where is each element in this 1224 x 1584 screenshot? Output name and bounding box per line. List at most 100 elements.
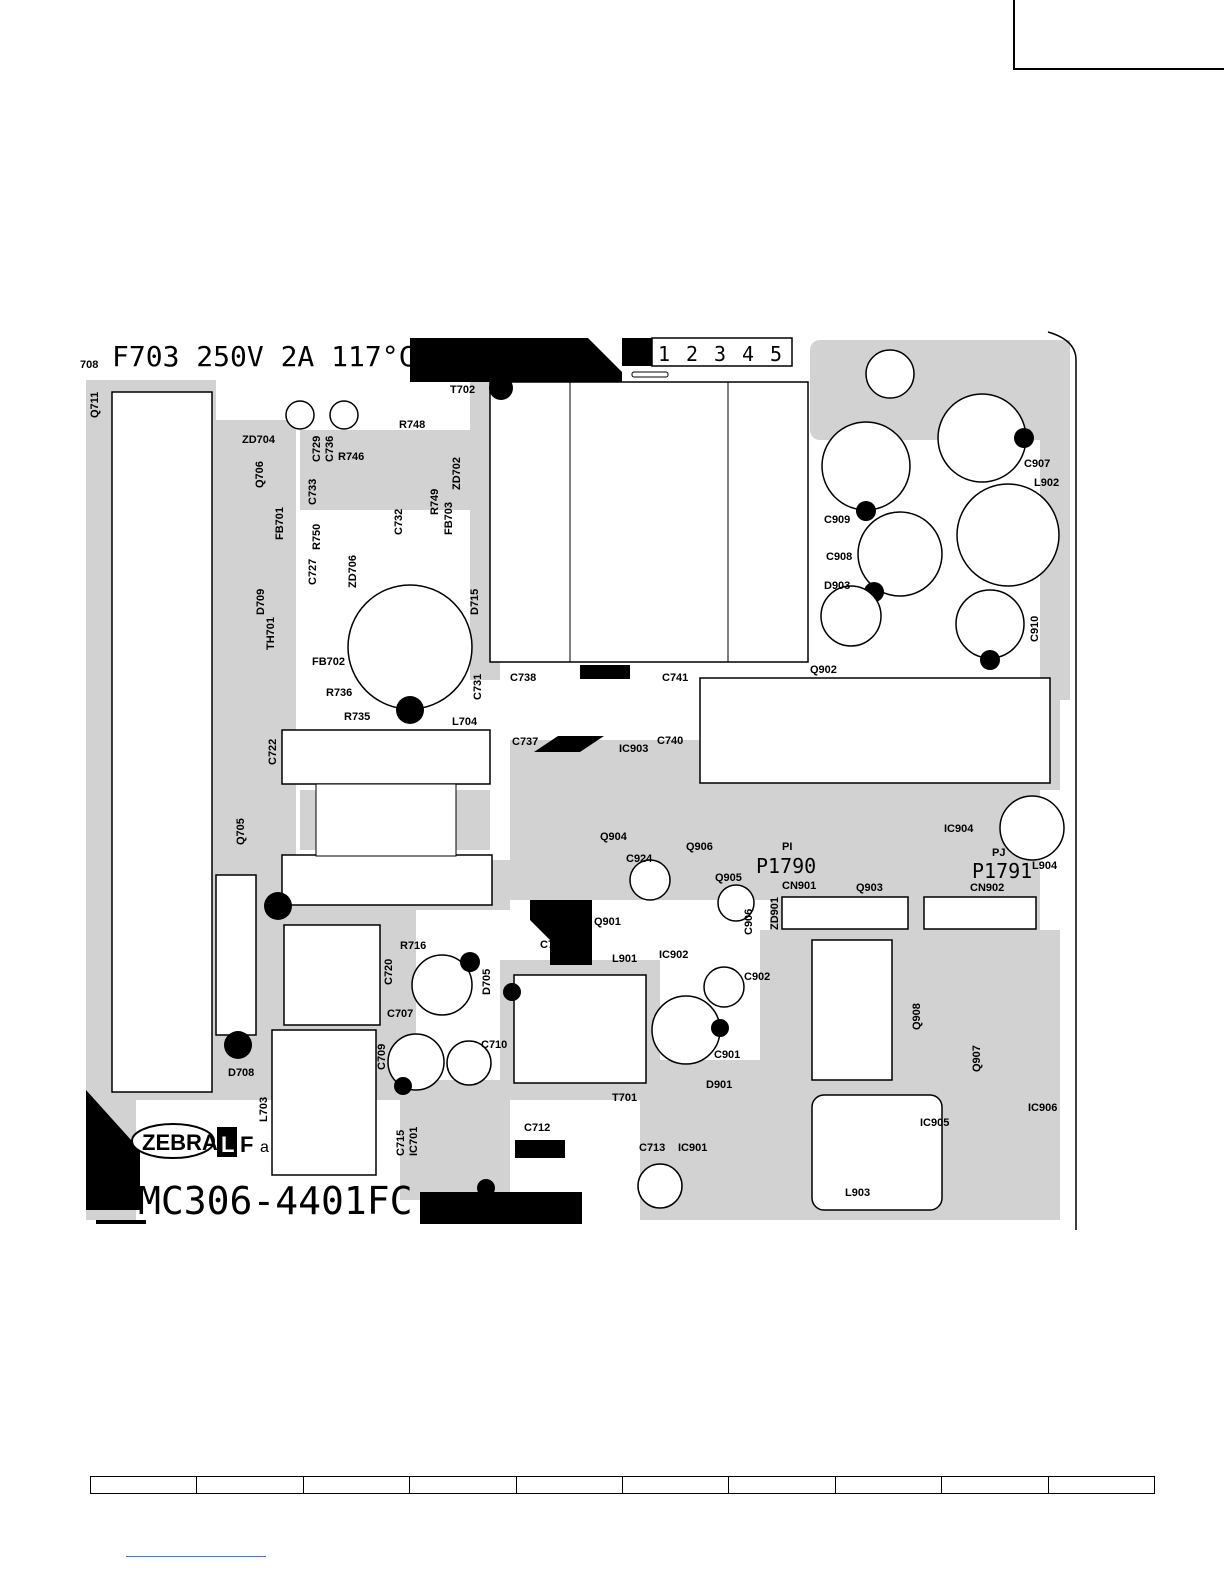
label-c738: C738 — [510, 672, 536, 684]
label-l904: L904 — [1032, 860, 1058, 872]
lf-mark-a: a — [260, 1139, 269, 1156]
label-c707: C707 — [387, 1008, 413, 1020]
revision-table — [90, 1476, 1155, 1494]
inductor-l704 — [281, 729, 491, 785]
label-c901: C901 — [714, 1049, 740, 1061]
pcb-layout-diagram: F703 250V 2A 117°C 708 1 2 3 4 5 ZEBRA L… — [80, 331, 1077, 1230]
label-q903: Q903 — [856, 882, 883, 894]
label-c708: C708 — [540, 939, 566, 951]
label-zd901: ZD901 — [769, 897, 781, 930]
inductor-l903 — [811, 1094, 943, 1211]
revision-cell — [517, 1477, 624, 1493]
label-q907: Q907 — [971, 1045, 983, 1072]
label-c729: C729 — [311, 436, 323, 462]
revision-cell — [197, 1477, 304, 1493]
label-q905: Q905 — [715, 872, 742, 884]
label-pi: PI — [782, 841, 792, 853]
footer-link-underline[interactable] — [126, 1556, 266, 1557]
label-d715: D715 — [469, 589, 481, 615]
label-r748: R748 — [399, 419, 425, 431]
label-c715: C715 — [395, 1130, 407, 1156]
label-d708: D708 — [228, 1067, 254, 1079]
label-t701: T701 — [612, 1092, 637, 1104]
label-r750: R750 — [311, 524, 323, 550]
zebra-logo: ZEBRA — [131, 1123, 218, 1159]
label-pj: PJ — [992, 847, 1005, 859]
label-l703: L703 — [258, 1097, 270, 1122]
label-d901: D901 — [706, 1079, 732, 1091]
capacitors-output — [820, 349, 1065, 861]
lf-mark-f: F — [240, 1132, 253, 1157]
fuse-label: F703 250V 2A 117°C — [112, 340, 415, 373]
revision-cell — [623, 1477, 730, 1493]
label-zd702: ZD702 — [451, 457, 463, 490]
pin-3: 3 — [714, 342, 726, 366]
revision-cell — [729, 1477, 836, 1493]
label-th701: TH701 — [265, 617, 277, 650]
corner-title-box — [1013, 0, 1224, 70]
label-ic904: IC904 — [944, 823, 974, 835]
label-c907: C907 — [1024, 458, 1050, 470]
transformer-t702 — [489, 376, 809, 663]
label-q705: Q705 — [235, 818, 247, 845]
label-c908: C908 — [826, 551, 852, 563]
label-r735: R735 — [344, 711, 370, 723]
label-d903: D903 — [824, 580, 850, 592]
connector-cn902 — [923, 896, 1037, 930]
revision-cell — [304, 1477, 411, 1493]
label-c924: C924 — [626, 853, 653, 865]
label-ic905: IC905 — [920, 1117, 949, 1129]
board-edge — [1047, 331, 1077, 1230]
block-relay-body — [315, 783, 457, 857]
pin-4: 4 — [742, 342, 754, 366]
capacitors-mid — [285, 400, 755, 1209]
label-c731: C731 — [472, 674, 484, 700]
pin-5: 5 — [770, 342, 782, 366]
label-c732: C732 — [393, 509, 405, 535]
label-q711: Q711 — [89, 392, 101, 418]
label-c741: C741 — [662, 672, 688, 684]
label-ic901: IC901 — [678, 1142, 707, 1154]
label-q906: Q906 — [686, 841, 713, 853]
capacitor-c731 — [347, 584, 473, 724]
lf-mark-l: L — [221, 1132, 234, 1157]
label-l704: L704 — [452, 716, 478, 728]
connector-pin-strip: 1 2 3 4 5 — [631, 337, 793, 378]
part-number: MC306-4401FC — [138, 1179, 413, 1223]
heatsink-left — [111, 391, 213, 1093]
label-d709: D709 — [255, 589, 267, 615]
label-d705: D705 — [481, 969, 493, 995]
heatsink-right — [699, 677, 1051, 784]
lf-mark: L F a — [217, 1127, 269, 1157]
revision-cell — [91, 1477, 198, 1493]
label-fb702: FB702 — [312, 656, 345, 668]
label-c906: C906 — [743, 909, 755, 935]
label-p1791: P1791 — [972, 859, 1032, 883]
label-c713: C713 — [639, 1142, 665, 1154]
label-ic906: IC906 — [1028, 1102, 1057, 1114]
label-r716: R716 — [400, 940, 426, 952]
label-c909: C909 — [824, 514, 850, 526]
revision-cell — [410, 1477, 517, 1493]
label-r749: R749 — [429, 489, 441, 515]
edge-label-left: 708 — [80, 359, 98, 371]
label-cn902: CN902 — [970, 882, 1004, 894]
connector-cn901 — [781, 896, 909, 930]
label-q706: Q706 — [254, 461, 266, 488]
designators: Q711 ZD704 Q706 C729 C736 R748 R746 C733… — [89, 384, 1059, 1199]
transformer-t701 — [513, 974, 647, 1084]
label-c736: C736 — [324, 436, 336, 462]
label-ic902: IC902 — [659, 949, 688, 961]
label-q904: Q904 — [600, 831, 628, 843]
label-ic903: IC903 — [619, 743, 648, 755]
revision-cell — [836, 1477, 943, 1493]
label-fb703: FB703 — [443, 502, 455, 535]
pin-1: 1 — [658, 342, 670, 366]
block-relay — [281, 854, 493, 906]
bridge-d708 — [215, 874, 257, 1036]
filter-block — [811, 939, 893, 1081]
label-c720: C720 — [383, 959, 395, 985]
label-c902: C902 — [744, 971, 770, 983]
zebra-logo-text: ZEBRA — [142, 1130, 218, 1155]
label-c740: C740 — [657, 735, 683, 747]
